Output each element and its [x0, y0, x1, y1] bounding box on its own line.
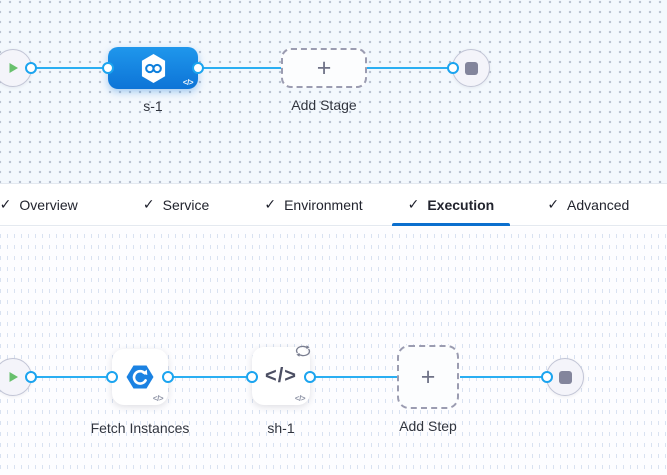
play-icon: [6, 61, 20, 75]
edge-fetch-to-sh: [168, 376, 252, 378]
edge-stage-to-addstage: [198, 67, 282, 69]
port-sh-out[interactable]: [304, 371, 316, 383]
edge-addstage-to-end: [367, 67, 453, 69]
port-end-in[interactable]: [541, 371, 553, 383]
add-step-label: Add Step: [399, 418, 457, 434]
tab-label: Service: [162, 196, 210, 213]
code-icon: </>: [182, 78, 194, 87]
tab-label: Advanced: [567, 196, 630, 213]
port-sh-in[interactable]: [246, 371, 258, 383]
step-label: sh-1: [267, 420, 295, 436]
stage-graph-canvas[interactable]: </> s-1 + Add Stage: [0, 0, 667, 184]
code-icon: </>: [152, 394, 164, 403]
execution-graph-canvas[interactable]: </> Fetch Instances </> </> sh-1 + Add S…: [0, 227, 667, 475]
add-stage-label: Add Stage: [291, 97, 357, 113]
port-end-in[interactable]: [447, 62, 459, 74]
port-fetch-in[interactable]: [106, 371, 118, 383]
tab-label: Overview: [19, 196, 78, 213]
check-icon: ✓: [142, 196, 155, 212]
stage-config-tabs: ✓ Overview ✓ Service ✓ Environment ✓ Exe…: [0, 184, 667, 226]
edge-start-to-stage: [31, 67, 108, 69]
tab-service[interactable]: ✓ Service: [117, 184, 234, 225]
play-icon: [6, 370, 20, 384]
stop-icon: [558, 370, 572, 384]
edge-start-to-fetch: [31, 376, 112, 378]
stop-icon: [464, 61, 478, 75]
check-icon: ✓: [547, 196, 560, 212]
tab-label: Environment: [284, 196, 363, 213]
edge-addstep-to-end: [460, 376, 547, 378]
plus-icon: +: [316, 53, 332, 82]
check-icon: ✓: [264, 196, 277, 212]
step-label: Fetch Instances: [90, 420, 190, 436]
port-fetch-out[interactable]: [162, 371, 174, 383]
tab-execution[interactable]: ✓ Execution: [392, 184, 511, 226]
stage-label: s-1: [143, 98, 163, 114]
port-start-out[interactable]: [25, 62, 37, 74]
check-icon: ✓: [407, 196, 420, 212]
step-node-fetch-instances[interactable]: </>: [112, 349, 168, 405]
check-icon: ✓: [0, 196, 12, 212]
port-stage-in[interactable]: [102, 62, 114, 74]
add-stage-button[interactable]: +: [281, 48, 367, 88]
shell-script-icon: </>: [265, 364, 297, 387]
tab-label: Execution: [427, 196, 495, 213]
port-start-out[interactable]: [25, 371, 37, 383]
code-icon: </>: [294, 394, 306, 403]
tab-overview[interactable]: ✓ Overview: [0, 184, 97, 225]
deploy-stage-icon: [140, 53, 167, 84]
stage-node-s1[interactable]: </>: [108, 47, 198, 89]
add-step-button[interactable]: +: [397, 345, 459, 409]
port-stage-out[interactable]: [192, 62, 204, 74]
tab-environment[interactable]: ✓ Environment: [255, 184, 372, 225]
tab-advanced[interactable]: ✓ Advanced: [530, 184, 647, 225]
plus-icon: +: [420, 362, 436, 391]
loop-icon: [294, 344, 312, 358]
edge-sh-to-addstep: [310, 376, 397, 378]
step-node-sh-1[interactable]: </> </>: [252, 344, 312, 405]
fetch-instances-icon: [125, 364, 155, 390]
